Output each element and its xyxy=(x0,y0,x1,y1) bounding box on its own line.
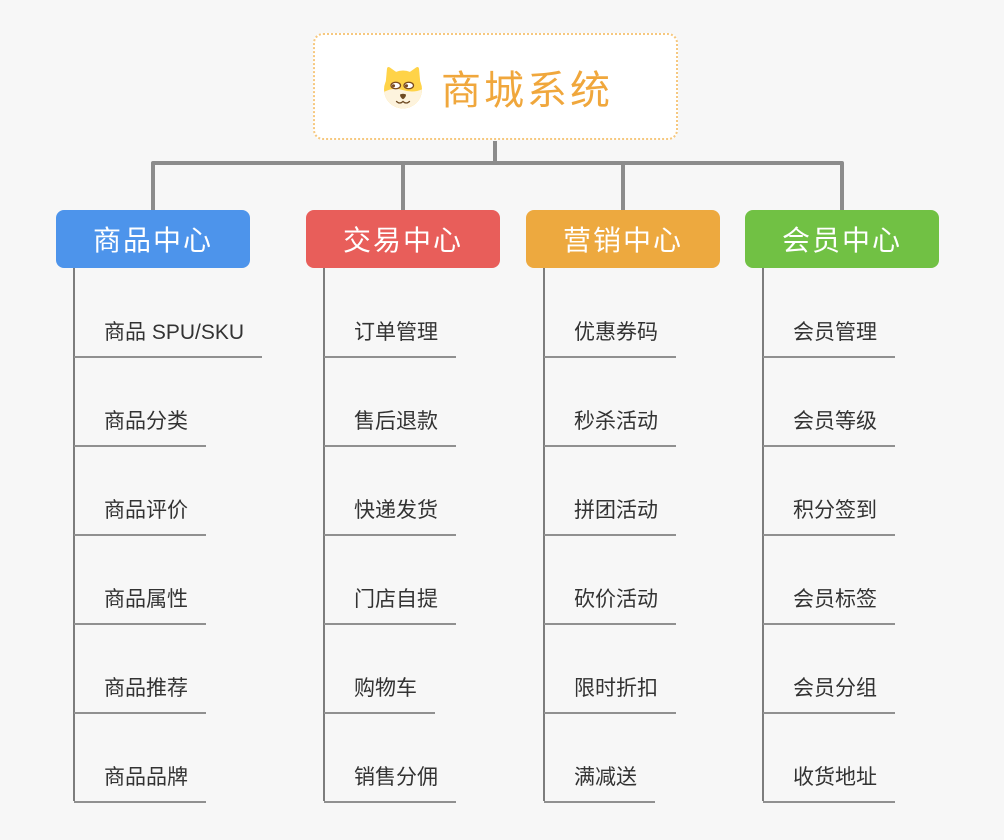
dog-face-icon xyxy=(378,64,428,110)
branch-node[interactable]: 商品中心 xyxy=(56,210,250,268)
leaf-node[interactable]: 门店自提 xyxy=(324,586,456,625)
leaf-node[interactable]: 商品品牌 xyxy=(74,764,206,803)
leaf-node[interactable]: 秒杀活动 xyxy=(544,408,676,447)
leaf-node[interactable]: 会员等级 xyxy=(763,408,895,447)
leaf-node[interactable]: 商品 SPU/SKU xyxy=(74,319,263,358)
tree-connector-path xyxy=(151,141,844,212)
root-node[interactable]: 商城系统 xyxy=(313,33,678,140)
leaf-node[interactable]: 购物车 xyxy=(324,675,435,714)
leaf-node[interactable]: 砍价活动 xyxy=(544,586,676,625)
leaf-node[interactable]: 销售分佣 xyxy=(324,764,456,803)
branch-node[interactable]: 营销中心 xyxy=(526,210,720,268)
leaf-node[interactable]: 商品推荐 xyxy=(74,675,206,714)
leaf-node[interactable]: 商品属性 xyxy=(74,586,206,625)
leaf-node[interactable]: 商品分类 xyxy=(74,408,206,447)
leaf-node[interactable]: 售后退款 xyxy=(324,408,456,447)
leaf-node[interactable]: 满减送 xyxy=(544,764,655,803)
leaf-node[interactable]: 会员管理 xyxy=(763,319,895,358)
leaf-node[interactable]: 优惠券码 xyxy=(544,319,676,358)
leaf-node[interactable]: 积分签到 xyxy=(763,497,895,536)
root-title: 商城系统 xyxy=(441,68,613,113)
leaf-node[interactable]: 收货地址 xyxy=(763,764,895,803)
leaf-node[interactable]: 会员分组 xyxy=(763,675,895,714)
leaf-node[interactable]: 拼团活动 xyxy=(544,497,676,536)
branch-node[interactable]: 交易中心 xyxy=(306,210,500,268)
leaf-node[interactable]: 限时折扣 xyxy=(544,675,676,714)
leaf-node[interactable]: 订单管理 xyxy=(324,319,456,358)
leaf-node[interactable]: 快递发货 xyxy=(324,497,456,536)
branch-node[interactable]: 会员中心 xyxy=(745,210,939,268)
leaf-node[interactable]: 商品评价 xyxy=(74,497,206,536)
leaf-node[interactable]: 会员标签 xyxy=(763,586,895,625)
